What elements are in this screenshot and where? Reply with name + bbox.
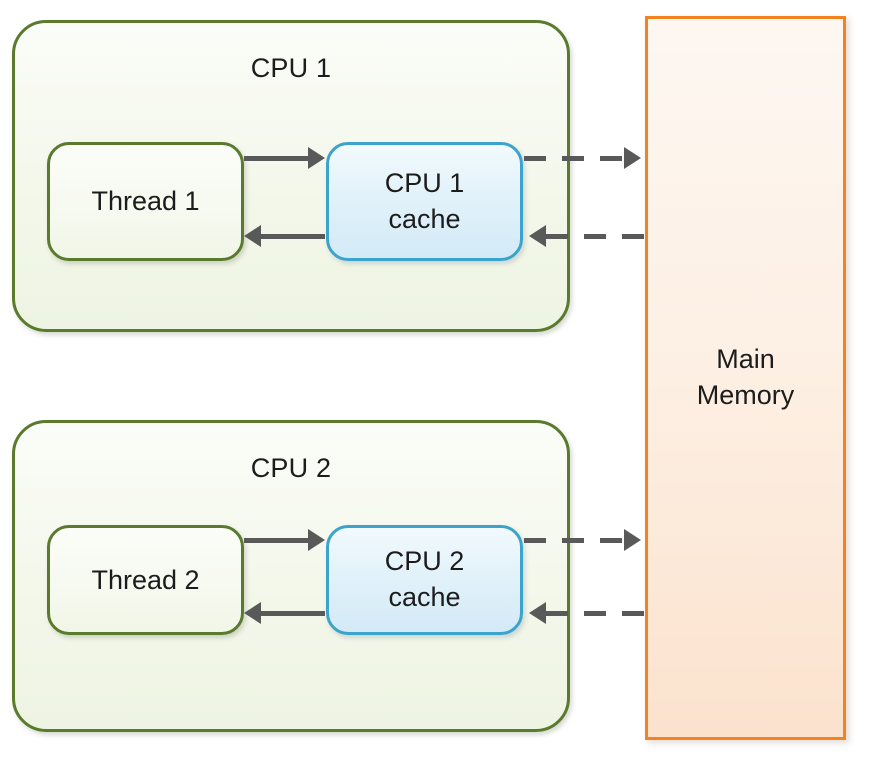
arrow-memory-to-cache1-line: [546, 234, 645, 239]
arrow-cache2-to-thread2-head: [244, 602, 261, 624]
arrow-cache2-to-thread2-line: [261, 611, 325, 616]
cpu-1-cache-label-line1: CPU 1: [384, 167, 465, 198]
main-memory-box[interactable]: Main Memory: [645, 16, 846, 740]
arrow-cache1-to-thread1-head: [244, 225, 261, 247]
arrow-thread2-to-cache2-head: [308, 529, 325, 551]
cpu-1-label: CPU 1: [250, 53, 332, 83]
thread-1-label: Thread 1: [91, 186, 200, 216]
arrow-cache1-to-memory-line: [524, 156, 624, 161]
arrow-cache1-to-thread1-line: [261, 234, 325, 239]
cpu-2-cache-box[interactable]: CPU 2 cache: [326, 525, 523, 635]
arrow-memory-to-cache2-head: [529, 602, 546, 624]
arrow-thread2-to-cache2-line: [244, 538, 310, 543]
arrow-thread1-to-cache1-head: [308, 147, 325, 169]
cpu-2-label: CPU 2: [250, 453, 332, 483]
arrow-cache2-to-memory-head: [624, 529, 641, 551]
thread-2-box[interactable]: Thread 2: [47, 525, 244, 635]
thread-2-label: Thread 2: [91, 564, 200, 595]
cpu-1-cache-label-line2: cache: [388, 203, 461, 234]
cpu-2-cache-label-line1: CPU 2: [384, 546, 465, 577]
arrow-cache1-to-memory-head: [624, 147, 641, 169]
thread-1-box[interactable]: Thread 1: [47, 142, 244, 261]
main-memory-label-line2: Memory: [696, 380, 795, 410]
cpu-1-cache-box[interactable]: CPU 1 cache: [326, 142, 523, 261]
arrow-memory-to-cache2-line: [546, 611, 645, 616]
main-memory-label-line1: Main: [716, 344, 775, 375]
cpu-2-cache-label-line2: cache: [388, 582, 461, 612]
arrow-cache2-to-memory-line: [524, 538, 624, 543]
arrow-memory-to-cache1-head: [529, 225, 546, 247]
arrow-thread1-to-cache1-line: [244, 156, 310, 161]
